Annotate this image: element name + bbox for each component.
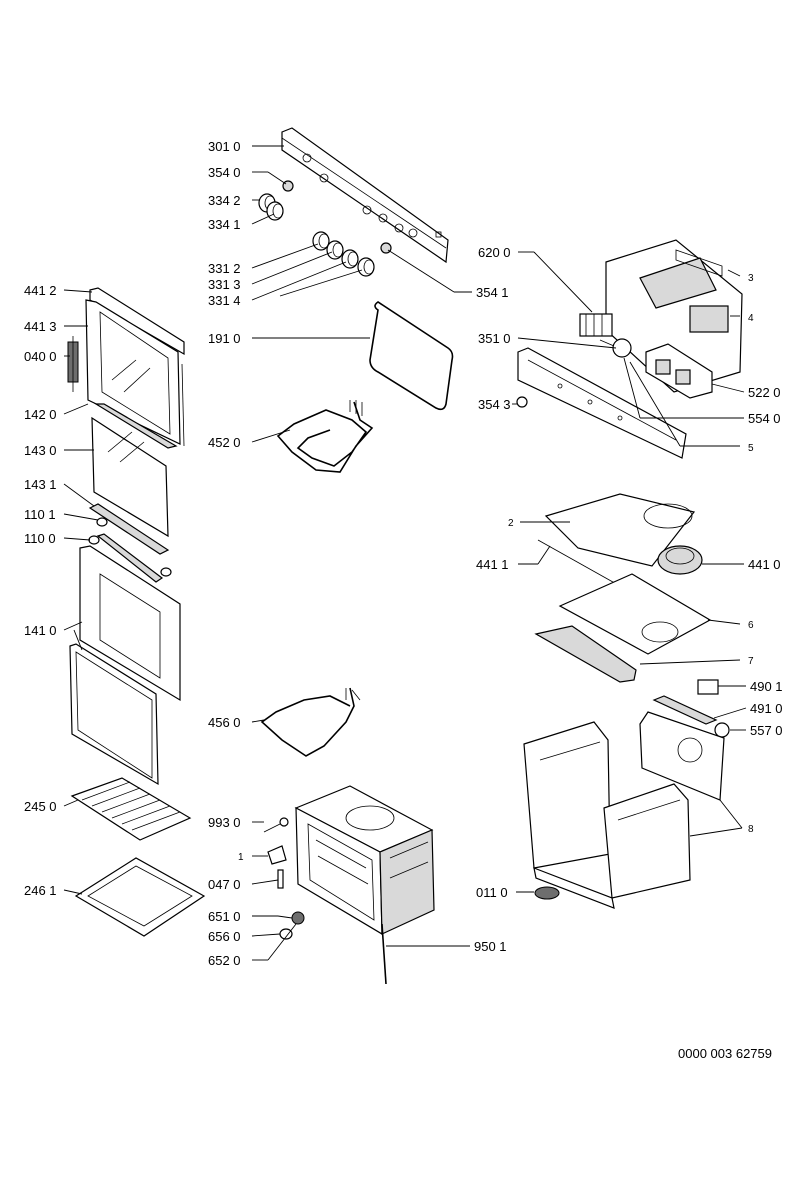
wire-441-1 bbox=[537, 539, 621, 587]
knob-331-2 bbox=[312, 231, 330, 251]
label-4: 4 bbox=[748, 313, 754, 324]
lamp-354-1 bbox=[380, 242, 392, 254]
door-clip-110-1 bbox=[96, 517, 108, 527]
door-vent-strip bbox=[93, 403, 178, 449]
knob-331-4 bbox=[341, 249, 375, 277]
label-7: 7 bbox=[748, 656, 754, 667]
screw-993-0 bbox=[263, 817, 289, 833]
fan-motor-441-0 bbox=[657, 545, 703, 575]
label-142-0: 142 0 bbox=[24, 407, 57, 422]
oven-rack-245-0 bbox=[70, 777, 192, 841]
label-452-0: 452 0 bbox=[208, 435, 241, 450]
label-143-1: 143 1 bbox=[24, 477, 57, 492]
label-354-0: 354 0 bbox=[208, 165, 241, 180]
label-441-3: 441 3 bbox=[24, 319, 57, 334]
label-331-4: 331 4 bbox=[208, 293, 241, 308]
handle-bar bbox=[96, 533, 164, 583]
label-950-1: 950 1 bbox=[474, 939, 507, 954]
label-191-0: 191 0 bbox=[208, 331, 241, 346]
top-cover-2 bbox=[544, 493, 696, 567]
label-143-0: 143 0 bbox=[24, 443, 57, 458]
foot-011-0 bbox=[534, 886, 560, 900]
casing-8 bbox=[523, 721, 691, 909]
grill-element-452-0 bbox=[276, 400, 374, 473]
part-1 bbox=[267, 845, 287, 865]
label-110-0: 110 0 bbox=[24, 531, 56, 546]
label-141-0: 141 0 bbox=[24, 623, 57, 638]
knob-334-1 bbox=[266, 201, 284, 221]
label-651-0: 651 0 bbox=[208, 909, 241, 924]
control-panel-301-0 bbox=[281, 127, 449, 264]
thermostat-651-0 bbox=[291, 911, 305, 925]
part-labels: 301 0 354 0 334 2 334 1 331 2 331 3 331 … bbox=[24, 139, 783, 968]
label-2: 2 bbox=[508, 518, 514, 529]
bottom-element-456-0 bbox=[260, 687, 361, 757]
hinge-040-0 bbox=[67, 336, 79, 392]
label-110-1: 110 1 bbox=[24, 507, 56, 522]
label-047-0: 047 0 bbox=[208, 877, 241, 892]
document-number: 0000 003 62759 bbox=[678, 1046, 772, 1061]
label-554-0: 554 0 bbox=[748, 411, 781, 426]
label-3: 3 bbox=[748, 273, 754, 284]
door-frame-441-2 bbox=[89, 287, 185, 356]
leader-lines bbox=[63, 145, 747, 961]
label-245-0: 245 0 bbox=[24, 799, 57, 814]
label-334-1: 334 1 bbox=[208, 217, 241, 232]
terminal-block-491-0 bbox=[652, 695, 718, 725]
label-246-1: 246 1 bbox=[24, 883, 57, 898]
label-557-0: 557 0 bbox=[750, 723, 783, 738]
label-301-0: 301 0 bbox=[208, 139, 241, 154]
sensor-047-0 bbox=[277, 869, 284, 889]
label-5: 5 bbox=[748, 443, 754, 454]
label-620-0: 620 0 bbox=[478, 245, 511, 260]
glass-support-143-1 bbox=[88, 503, 170, 555]
fan-part-557-0 bbox=[714, 722, 730, 738]
label-354-3: 354 3 bbox=[478, 397, 511, 412]
rear-panel-8 bbox=[639, 711, 725, 801]
terminal-490-1 bbox=[697, 679, 719, 695]
label-652-0: 652 0 bbox=[208, 953, 241, 968]
label-441-1: 441 1 bbox=[476, 557, 509, 572]
label-040-0: 040 0 bbox=[24, 349, 57, 364]
label-522-0: 522 0 bbox=[748, 385, 781, 400]
label-334-2: 334 2 bbox=[208, 193, 241, 208]
label-8: 8 bbox=[748, 824, 754, 835]
label-6: 6 bbox=[748, 620, 754, 631]
label-441-2: 441 2 bbox=[24, 283, 57, 298]
label-441-0: 441 0 bbox=[748, 557, 781, 572]
baking-tray-246-1 bbox=[74, 857, 206, 937]
oven-cavity bbox=[294, 785, 435, 936]
label-351-0: 351 0 bbox=[478, 331, 511, 346]
label-656-0: 656 0 bbox=[208, 929, 241, 944]
relay-522-0 bbox=[645, 343, 713, 399]
knob-331-3 bbox=[326, 240, 344, 260]
label-011-0: 011 0 bbox=[476, 885, 508, 900]
label-331-3: 331 3 bbox=[208, 277, 241, 292]
label-456-0: 456 0 bbox=[208, 715, 241, 730]
label-1: 1 bbox=[238, 852, 244, 863]
switch-620-0 bbox=[579, 313, 613, 337]
label-993-0: 993 0 bbox=[208, 815, 241, 830]
cavity-seal-950-1 bbox=[381, 923, 387, 985]
door-middle-glass-143-0 bbox=[91, 416, 169, 538]
bottom-plate-7 bbox=[534, 625, 637, 683]
label-490-1: 490 1 bbox=[750, 679, 783, 694]
electronic-module-3-4 bbox=[605, 239, 743, 393]
label-354-1: 354 1 bbox=[476, 285, 509, 300]
label-491-0: 491 0 bbox=[750, 701, 783, 716]
door-gasket-191-0 bbox=[369, 301, 454, 411]
lamp-354-3 bbox=[516, 396, 528, 408]
label-331-2: 331 2 bbox=[208, 261, 241, 276]
outer-door-141-0 bbox=[69, 545, 181, 786]
